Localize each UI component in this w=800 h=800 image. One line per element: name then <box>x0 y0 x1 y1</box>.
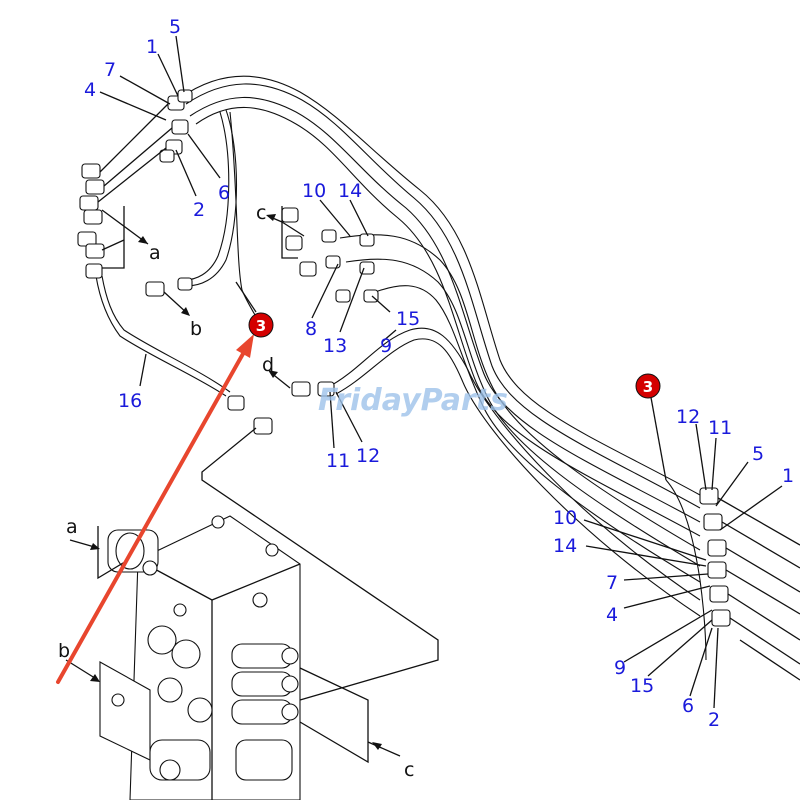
callout-number: 13 <box>323 335 347 357</box>
badge-center-label: 3 <box>256 317 266 335</box>
callout-number: 10 <box>302 180 326 202</box>
callout-number: 1 <box>146 36 158 58</box>
connection-letter-b: b <box>190 318 202 340</box>
connector-lines <box>201 427 439 764</box>
center-fittings <box>145 206 379 435</box>
callout-number: 2 <box>193 199 205 221</box>
right-fitting-bank <box>699 487 800 681</box>
top-left-fittings <box>77 89 193 279</box>
leaders-right <box>583 391 783 709</box>
callout-number: 2 <box>708 709 720 731</box>
callout-arrow-head <box>236 334 254 358</box>
connection-letter-d: d <box>262 354 274 376</box>
control-valve <box>65 515 301 800</box>
connection-letter-b: b <box>58 640 70 662</box>
connection-letter-a: a <box>66 516 78 538</box>
badge-right: 3 <box>635 373 661 399</box>
badge-center: 3 <box>248 312 274 338</box>
leaders-center <box>139 199 397 449</box>
callout-number: 15 <box>396 308 420 330</box>
hose-bundle <box>95 75 707 661</box>
callout-arrow <box>56 334 254 684</box>
callout-number: 10 <box>553 507 577 529</box>
connection-letter-c: c <box>404 759 414 781</box>
leaders-top-left <box>99 35 221 197</box>
callout-number: 6 <box>218 182 230 204</box>
callout-number: 5 <box>752 443 764 465</box>
callout-number: 11 <box>326 450 350 472</box>
callout-number: 15 <box>630 675 654 697</box>
callout-number: 9 <box>380 335 392 357</box>
callout-number: 4 <box>84 79 96 101</box>
callout-number: 14 <box>338 180 362 202</box>
callout-number: 14 <box>553 535 577 557</box>
connection-letter-a: a <box>149 242 161 264</box>
callout-number: 4 <box>606 604 618 626</box>
callout-number: 6 <box>682 695 694 717</box>
callout-number: 12 <box>676 406 700 428</box>
callout-number: 11 <box>708 417 732 439</box>
callout-number: 9 <box>614 657 626 679</box>
callout-number: 16 <box>118 390 142 412</box>
callout-number: 5 <box>169 16 181 38</box>
callout-arrow-shaft <box>56 350 246 684</box>
callout-number: 1 <box>782 465 794 487</box>
callout-number: 7 <box>104 59 116 81</box>
connection-letter-c: c <box>256 202 266 224</box>
watermark-text: FridayParts <box>318 383 508 418</box>
callout-number: 12 <box>356 445 380 467</box>
callout-number: 8 <box>305 318 317 340</box>
callout-number: 7 <box>606 572 618 594</box>
badge-right-label: 3 <box>643 378 653 396</box>
